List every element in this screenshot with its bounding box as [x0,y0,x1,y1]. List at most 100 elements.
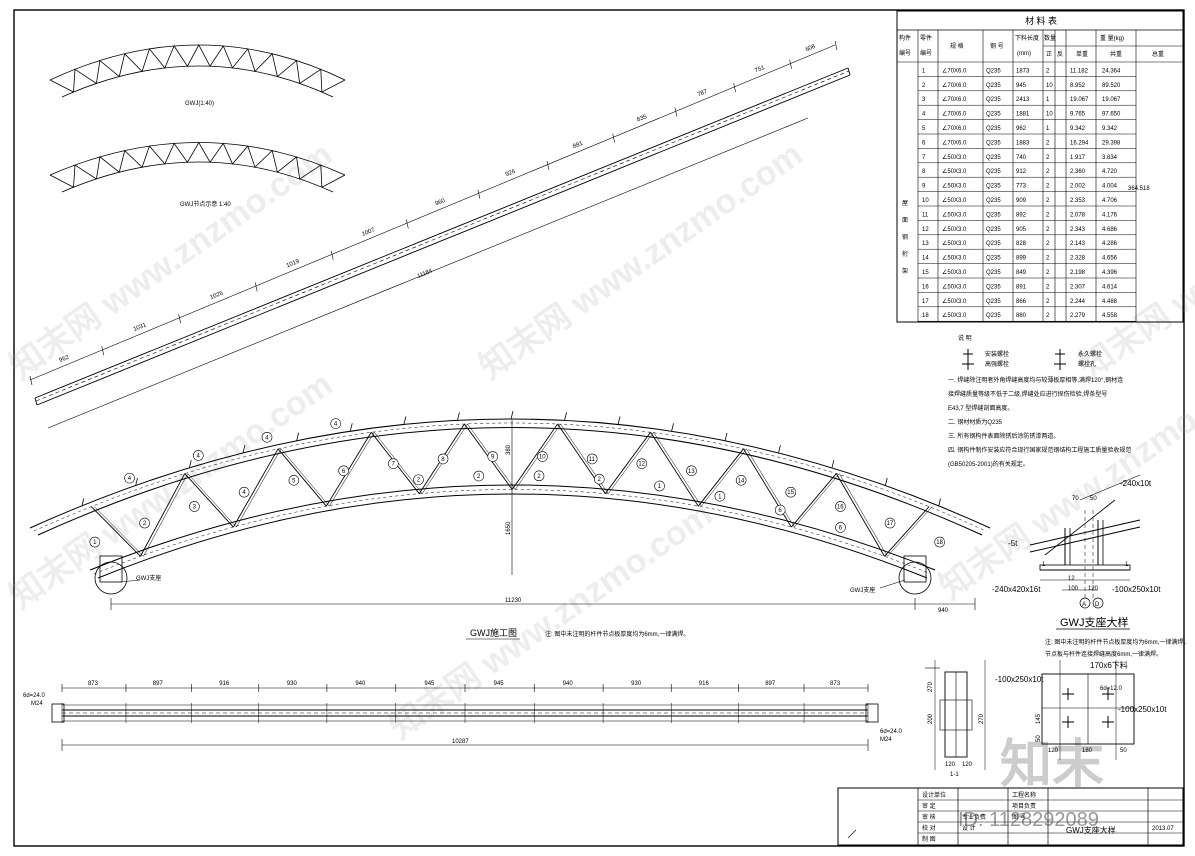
table-cell: 2.307 [1070,284,1086,290]
tb-cell-5: 专业负责 [962,813,986,821]
table-cell: 10 [1046,112,1053,118]
table-cell: 24.364 [1102,68,1121,74]
legend-bolt-4 [1054,358,1066,370]
chord-tick [330,250,334,260]
table-cell: ∠70X6.0 [942,139,967,146]
table-cell: 1.917 [1070,155,1086,161]
chord-tick [674,107,678,117]
note-line-2: E43,7 型焊缝剖面高度。 [948,404,1013,412]
member-tag: 6 [338,465,349,477]
table-header-cell: 正 [1046,51,1052,58]
svg-text:14: 14 [738,478,745,484]
table-cell: Q235 [986,68,1001,74]
member-tag: 12 [636,458,648,469]
tb-cell-2: 审 定 [922,802,936,810]
table-cell: 2 [1046,155,1050,161]
plan-right-label2: M24 [880,737,892,743]
section-mark-right: 1 [1125,562,1129,568]
chord-tick [405,219,409,229]
chord-tick [29,375,33,386]
table-cell: ∠50X3.0 [942,240,967,247]
legend-label-0: 安装螺栓 [985,350,1009,358]
support-detail-note-1: 注: 图中未注明的杆件节点板厚度均为6mm,一律满焊。 [1045,638,1189,646]
material-table: 材 料 表 构件编号零件编号规 格钢 号下料长度(mm)数量正反重 量(kg)单… [896,10,1184,323]
tb-cell-6: 校 对 [922,824,936,832]
section-plate-2: -100x250x10t [1118,705,1167,714]
group-label-2: 钢 [902,233,908,241]
table-cell: 15 [922,270,929,276]
table-cell: ∠50X3.0 [942,168,967,175]
watermark-text-3: 知末网 www.znzmo.com [3,365,339,616]
section-dim-1: 200 [928,713,934,724]
truss-note: 注: 图中未注明的杆件节点板厚度均为6mm,一律满焊。 [545,630,689,638]
table-cell: 13 [922,241,929,247]
table-cell: 1881 [1016,112,1030,118]
svg-text:13: 13 [688,469,695,475]
table-header-cell: 单重 [1076,50,1088,58]
chord-tag: 1 [714,490,726,502]
table-cell: ∠70X6.0 [942,96,967,103]
table-cell: ∠70X6.0 [942,125,967,132]
web-member-edge [653,432,702,507]
table-cell: Q235 [986,184,1001,190]
truss-title: GWJ施工图 [470,627,517,638]
table-header-cell: (mm) [1017,51,1031,57]
web-member [835,473,885,557]
table-cell: ∠50X3.0 [942,298,967,305]
member-tag: 15 [785,486,797,498]
plan-segment-label: 945 [494,681,505,687]
table-cell: 945 [1016,83,1027,89]
table-cell: Q235 [986,227,1001,233]
bolt-4 [1102,716,1114,728]
table-cell: ∠70X6.0 [942,82,967,89]
chord-segment-label: 787 [697,89,709,99]
bolt-1 [1062,688,1074,700]
legend-bolt-3 [962,358,974,370]
tb-cell-4: 审 核 [922,813,936,821]
table-cell: 3 [922,97,926,103]
table-cell: 2.360 [1070,169,1086,175]
watermark-text-6: 知末网 www.znzmo.com [1073,135,1195,386]
table-cell: 8.952 [1070,83,1086,89]
chord-segment-label: 881 [572,140,584,150]
web-member [791,473,837,528]
plan-segment-label: 940 [563,681,574,687]
chord-segment-label: 960 [435,198,447,208]
table-cell: 2.279 [1070,313,1086,319]
member-tag: 10 [537,451,548,462]
support-right-plate [903,555,927,583]
section-dim-5: 120 [1048,748,1059,754]
truss-right-dim: 940 [938,608,949,614]
member-tag: 18 [934,536,945,548]
table-cell: 16.294 [1070,140,1089,146]
group-label-1: 面 [902,217,908,224]
svg-text:1: 1 [718,494,722,500]
member-tag: 13 [686,465,697,477]
support-dim-a: 70 [1072,496,1079,502]
chord-tick [789,59,792,69]
web-member [277,448,327,507]
table-cell: ∠50X3.0 [942,197,967,204]
table-cell: 1 [1046,97,1050,103]
section-label: 1-1 [950,772,959,778]
plan-segment-label: 940 [355,681,366,687]
support-dim-b: 50 [1090,496,1097,502]
support-plate-base: -240x420x16t [992,585,1041,594]
web-member [325,432,372,507]
member-tag: 4 [238,486,250,498]
tb-cell-7: 设 计 [962,824,976,832]
chord-tick [546,160,550,170]
member-tag: 17 [884,517,896,529]
table-cell: ∠50X3.0 [942,211,967,218]
table-cell: 2.198 [1070,270,1086,276]
table-cell: 2 [1046,241,1050,247]
svg-text:12: 12 [638,462,645,468]
table-cell: 2 [922,83,926,89]
table-cell: 2 [1046,313,1050,319]
member-tag: 14 [735,475,747,486]
svg-text:6: 6 [839,525,843,531]
table-cell: 4 [922,112,926,118]
table-cell: 12 [922,227,929,233]
bottom-chord-inner [97,493,928,579]
